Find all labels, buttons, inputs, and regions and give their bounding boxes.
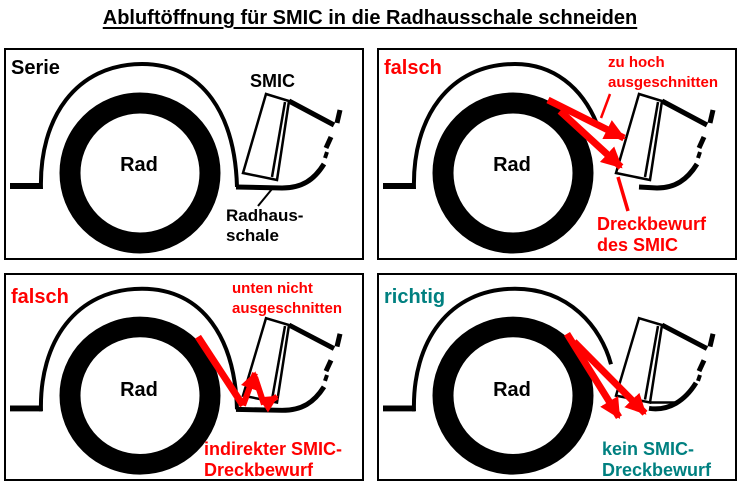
tire xyxy=(59,316,221,475)
shell-bottom-lip xyxy=(235,162,327,191)
body-diagonal xyxy=(660,98,709,128)
panel-falsch-bottom: falsch Rad unten nicht ausgeschnitten in… xyxy=(4,273,364,481)
panel-label-serie: Serie xyxy=(11,57,60,79)
body-diagonal xyxy=(287,98,336,128)
wheel-label: Rad xyxy=(493,154,531,176)
dirt-arrow-1 xyxy=(546,96,626,142)
dirt-path-down xyxy=(195,334,246,408)
dirt-arrow-2 xyxy=(557,108,624,170)
tire xyxy=(432,316,594,475)
shell-bottom-lip xyxy=(235,385,327,413)
falsch-top-drawing xyxy=(383,61,716,254)
wheel-arch-cut-correct xyxy=(411,286,613,412)
panel-falsch-top: falsch Rad zu hoch ausgeschnitten Dreckb… xyxy=(377,48,737,260)
dash-1 xyxy=(323,135,334,150)
wheel-arch xyxy=(38,61,239,190)
note-pointer-line xyxy=(599,93,612,119)
dirt-path-down-2 xyxy=(252,376,267,406)
wheel-arch xyxy=(38,286,239,412)
richtig-drawing xyxy=(383,286,716,475)
result-label: Dreckbewurf des SMIC xyxy=(597,214,707,255)
panel-label-richtig: richtig xyxy=(384,286,446,308)
sill-hook xyxy=(334,109,343,124)
shell-lip-remaining xyxy=(648,381,699,412)
smic-body xyxy=(241,92,291,182)
wheel-label: Rad xyxy=(120,379,158,401)
cut-note: unten nicht ausgeschnitten xyxy=(232,280,343,317)
smic-divider xyxy=(643,101,660,178)
tire xyxy=(432,92,594,254)
serie-drawing xyxy=(10,61,343,254)
dash-1 xyxy=(696,359,707,373)
wheel-label: Rad xyxy=(493,379,531,401)
result-label: indirekter SMIC- Dreckbewurf xyxy=(204,439,343,480)
falsch-bottom-drawing xyxy=(10,286,343,475)
dash-2 xyxy=(696,374,702,382)
panel-richtig: richtig Rad kein SMIC- Dreckbewurf xyxy=(377,273,737,481)
body-diagonal xyxy=(287,322,336,351)
panel-serie: Serie Rad SMIC Radhaus- schale xyxy=(4,48,364,260)
wheel-arch-cut-high xyxy=(411,61,599,190)
dirt-bounce-arrow-2 xyxy=(258,394,279,413)
tire xyxy=(59,92,221,254)
result-pointer-line xyxy=(616,176,630,212)
dash-1 xyxy=(696,135,707,150)
sill-hook xyxy=(707,109,716,124)
wheel-label: Rad xyxy=(120,154,158,176)
dash-1 xyxy=(323,359,334,373)
body-diagonal xyxy=(660,322,709,351)
dash-2 xyxy=(323,374,329,382)
smic-label: SMIC xyxy=(250,71,295,91)
dash-2 xyxy=(696,151,702,159)
shell-pointer-line xyxy=(257,188,273,207)
sill-hook xyxy=(707,333,716,348)
shell-bottom-lip xyxy=(638,162,700,191)
panel-label-falsch: falsch xyxy=(11,286,69,308)
smic-divider xyxy=(270,101,287,178)
smic-divider xyxy=(643,325,660,400)
smic-body xyxy=(614,92,664,182)
panel-label-falsch: falsch xyxy=(384,57,442,79)
cut-note: zu hoch ausgeschnitten xyxy=(608,54,719,91)
dash-2 xyxy=(323,151,329,159)
sill-hook xyxy=(334,333,343,348)
result-label: kein SMIC- Dreckbewurf xyxy=(602,439,712,480)
shell-label: Radhaus- schale xyxy=(226,206,304,245)
dirt-arrow-2 xyxy=(571,339,648,416)
smic-divider xyxy=(270,325,287,400)
page-title: Abluftöffnung für SMIC in die Radhaussch… xyxy=(102,7,638,29)
